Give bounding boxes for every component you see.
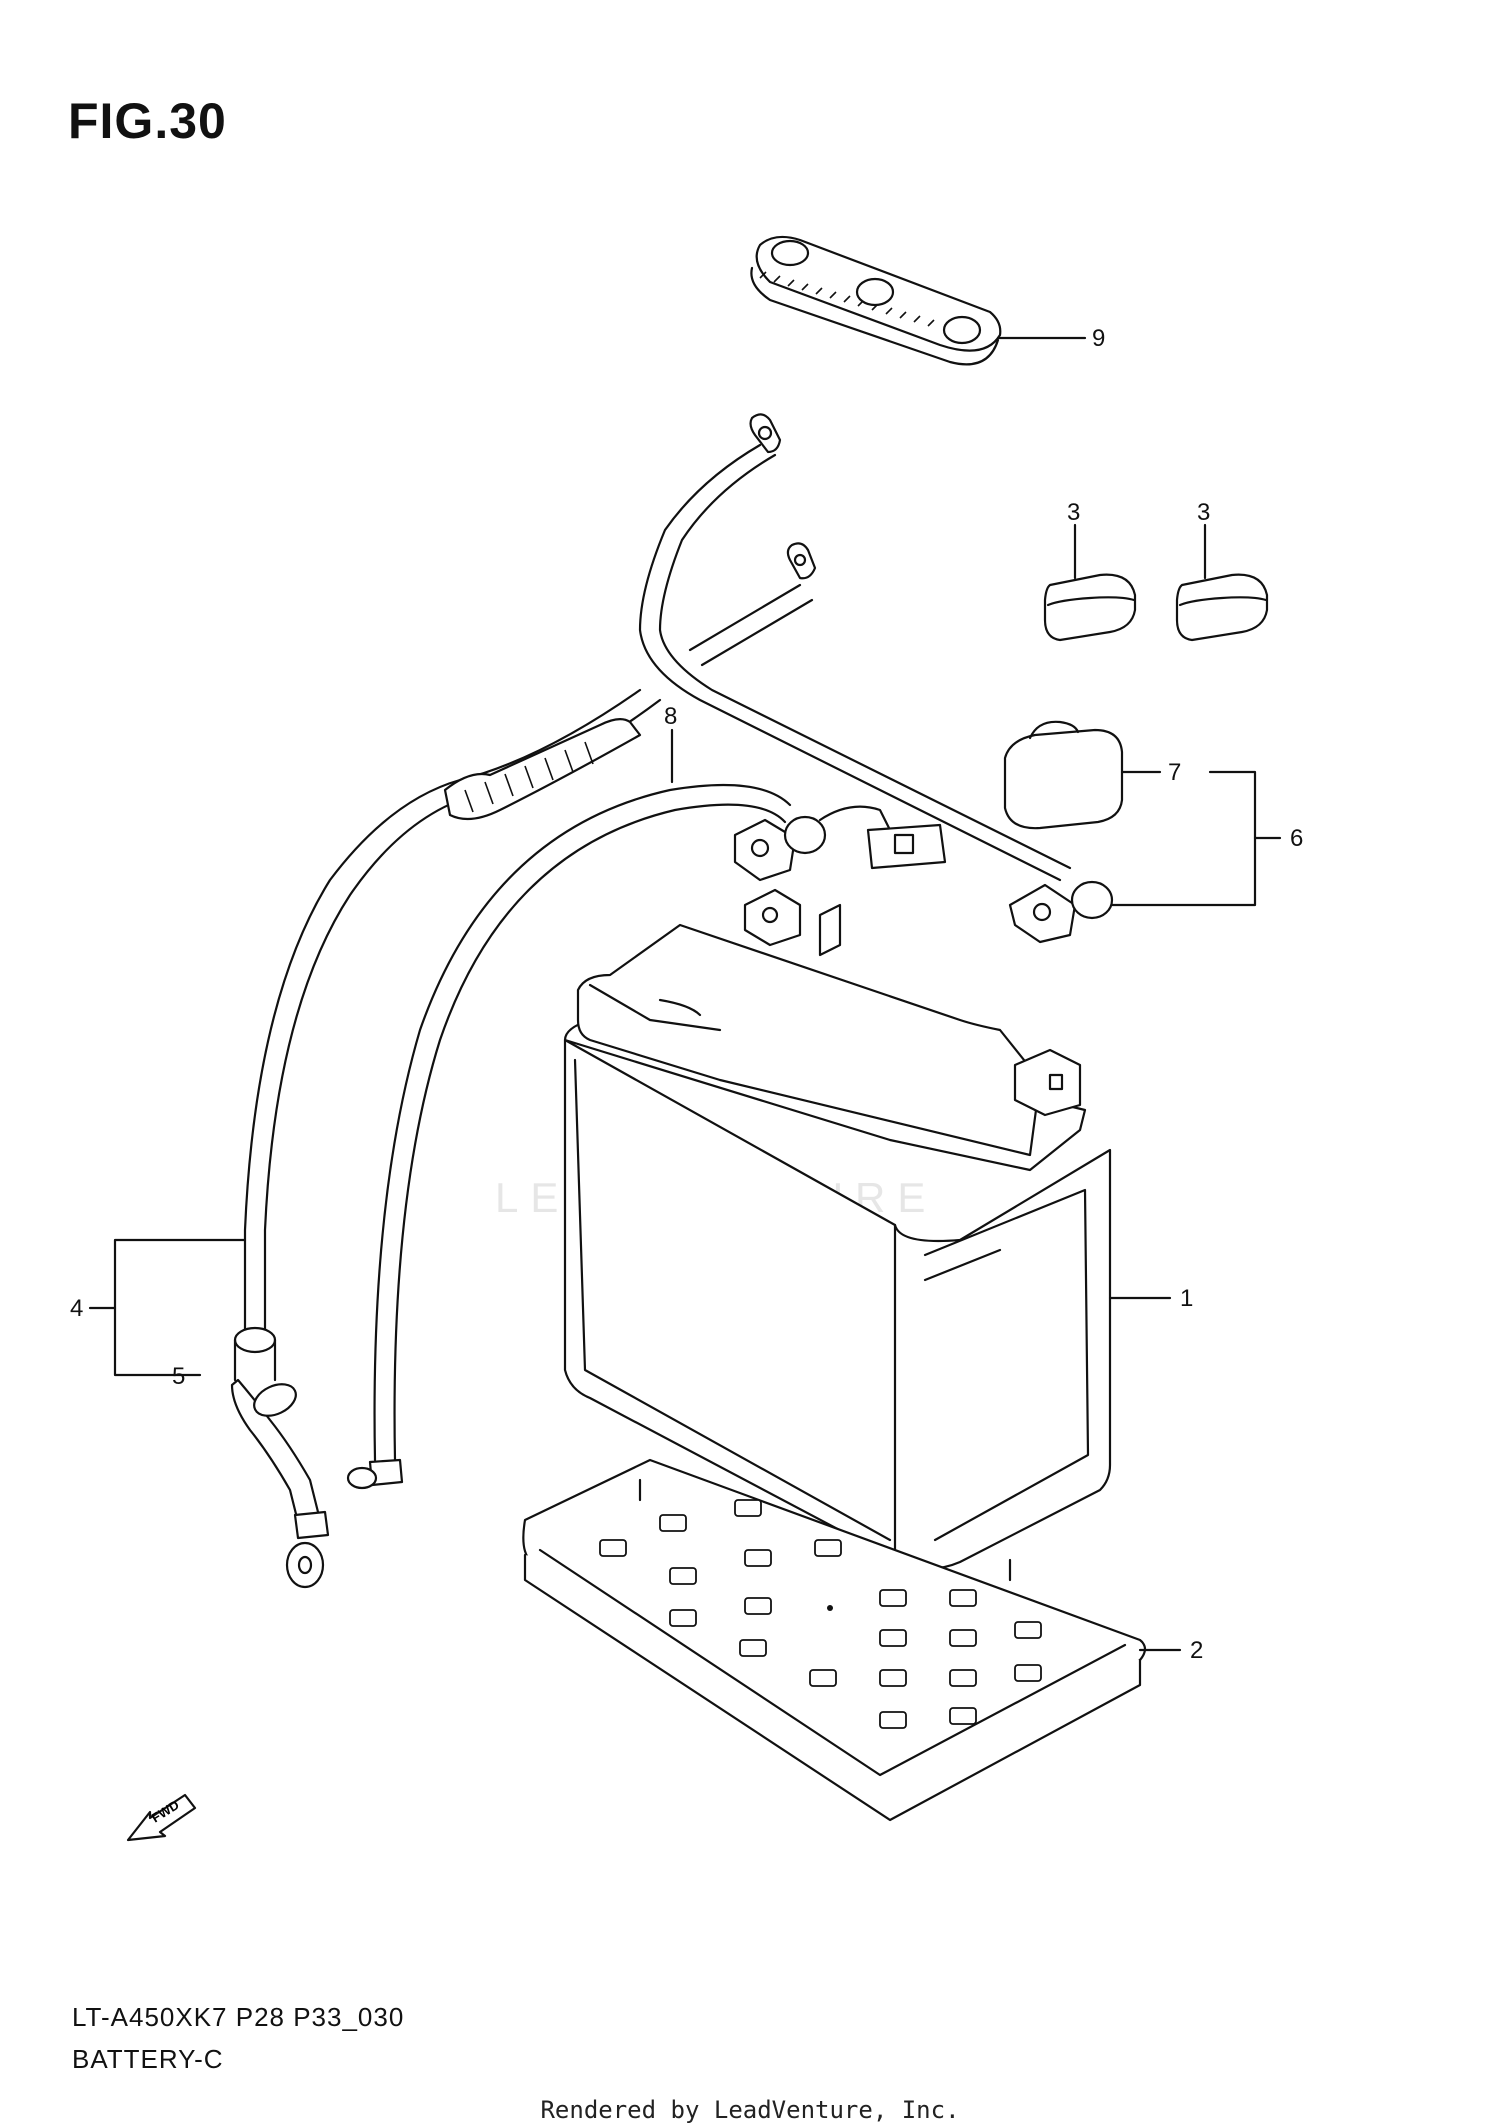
callout-1: 1 — [1180, 1285, 1193, 1312]
footer-credit: Rendered by LeadVenture, Inc. — [540, 2096, 960, 2124]
part-7-terminal-cover — [1003, 720, 1162, 830]
part-8-negative-cable — [346, 728, 947, 1490]
tray-slots — [599, 1499, 1042, 1729]
section-name: BATTERY-C — [72, 2044, 224, 2074]
callout-7: 7 — [1168, 759, 1181, 786]
model-code: LT-A450XK7 P28 P33_030 — [72, 2002, 405, 2032]
part-1-battery — [563, 888, 1172, 1570]
callout-3-right: 3 — [1197, 499, 1210, 526]
positive-terminal-lug — [1008, 880, 1114, 944]
part-6-bracket — [1103, 770, 1282, 907]
callout-4: 4 — [70, 1295, 83, 1322]
part-2-battery-tray — [522, 1458, 1182, 1822]
part-4-positive-cable — [88, 413, 1072, 1589]
callout-8: 8 — [664, 703, 677, 730]
part-9-strap — [750, 235, 1087, 366]
callout-5: 5 — [172, 1363, 185, 1390]
part-3-cap-right — [1175, 523, 1269, 642]
figure-title: FIG.30 — [68, 93, 227, 149]
callout-9: 9 — [1092, 325, 1105, 352]
callout-6: 6 — [1290, 825, 1303, 852]
part-3-cap-left — [1043, 523, 1137, 642]
callout-3-left: 3 — [1067, 499, 1080, 526]
callout-2: 2 — [1190, 1637, 1203, 1664]
fwd-arrow-icon: FWD — [126, 1793, 197, 1842]
